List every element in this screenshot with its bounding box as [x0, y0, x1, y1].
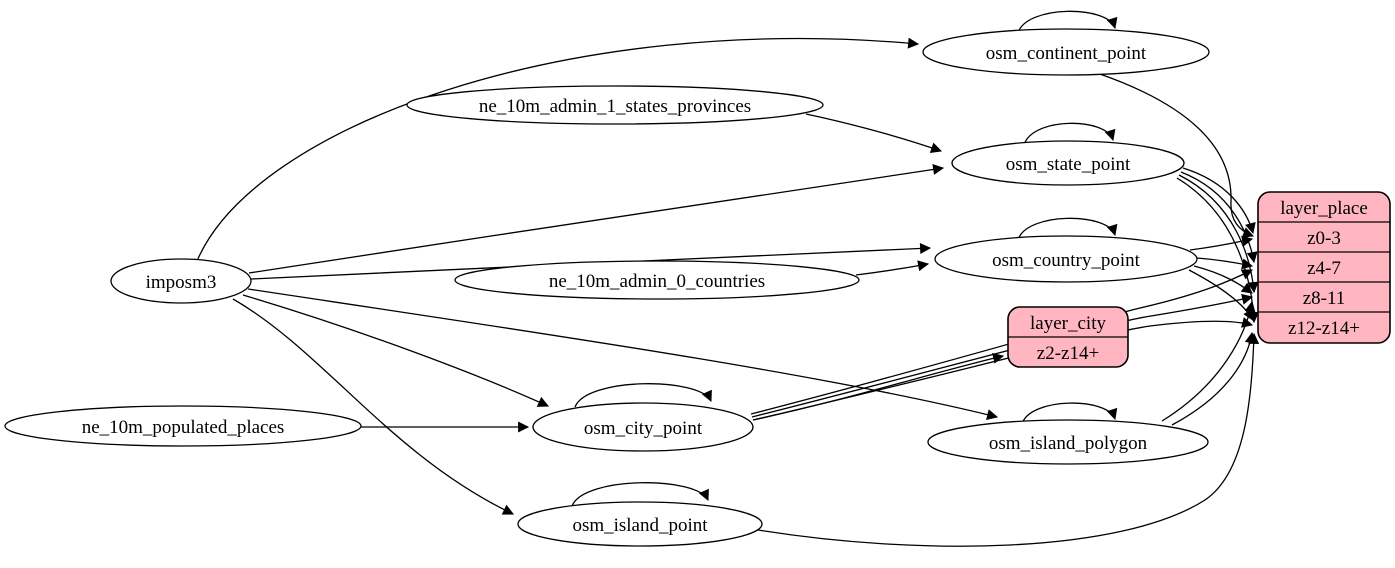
- edge-osm_city_point-layer_place-z8-11: [751, 293, 1254, 418]
- edge-osm_city_point-layer_city-z2-z14: [752, 352, 1005, 421]
- layer_city-title: layer_city: [1030, 313, 1106, 334]
- edge-osm_country_point-layer_place-z8-11: [1193, 265, 1253, 294]
- self-loop-group: [571, 10, 1118, 507]
- osm_island_point-label: osm_island_point: [572, 515, 708, 536]
- edge-osm_country_point-layer_place-z0-3: [1189, 235, 1254, 251]
- layer-edge-group: [750, 72, 1260, 547]
- edge-osm_city_point-layer_place-z4-7: [750, 269, 1253, 415]
- osm_continent_point-shape: [922, 28, 1210, 76]
- edge-osm_island_point-layer_place-z12-z14: [757, 332, 1260, 547]
- layer_place-row-z0-3: z0-3: [1307, 228, 1341, 249]
- node-osm_country_point: osm_country_point: [934, 235, 1198, 283]
- ne_10m_admin_1_states_provinces-shape: [406, 85, 824, 125]
- node-osm_continent_point: osm_continent_point: [922, 28, 1210, 76]
- layer_place-shape: [1257, 191, 1391, 344]
- edge-osm_country_point-layer_place-z4-7: [1196, 257, 1254, 270]
- edge-osm_state_point-layer_place-z8-11: [1178, 174, 1259, 294]
- self-loop-osm_continent_point: [1017, 10, 1118, 34]
- osm_city_point-label: osm_city_point: [584, 418, 703, 439]
- self-loop-osm_island_polygon: [1021, 402, 1118, 425]
- node-osm_city_point: osm_city_point: [532, 402, 754, 452]
- edge-osm_island_polygon-layer_place-z8-11: [1161, 300, 1256, 422]
- edge-osm_city_point-layer_place-z12-z14: [752, 317, 1254, 421]
- osm_state_point-shape: [951, 140, 1185, 186]
- self-loop-osm_state_point: [1023, 122, 1116, 146]
- edge-ne_10m_admin_0_countries-osm_country_point: [855, 260, 930, 276]
- edge-imposm3-osm_island_polygon: [247, 288, 999, 420]
- node-ne_10m_admin_0_countries: ne_10m_admin_0_countries: [454, 260, 860, 300]
- ne_10m_populated_places-label: ne_10m_populated_places: [82, 417, 285, 438]
- node-imposm3: imposm3: [110, 258, 252, 304]
- edge-imposm3-osm_island_point: [232, 298, 514, 515]
- edge-osm_continent_point-layer_place-z0-3: [1096, 72, 1255, 238]
- node-osm_island_point: osm_island_point: [517, 501, 763, 547]
- self-loop-osm_island_point: [571, 482, 709, 507]
- ne_10m_populated_places-shape: [4, 405, 362, 447]
- layer_city-row-z2-z14: z2-z14+: [1037, 343, 1099, 364]
- layer_place-row-z12-z14: z12-z14+: [1288, 318, 1360, 339]
- imposm3-shape: [110, 258, 252, 304]
- edge-imposm3-osm_city_point: [242, 294, 550, 407]
- ne_10m_admin_1_states_provinces-label: ne_10m_admin_1_states_provinces: [479, 96, 751, 117]
- osm_island_point-shape: [517, 501, 763, 547]
- edge-osm_country_point-layer_place-z12-z14: [1188, 269, 1254, 321]
- osm_island_polygon-shape: [927, 419, 1209, 465]
- layer_place-title: layer_place: [1280, 198, 1368, 219]
- osm_state_point-label: osm_state_point: [1006, 154, 1131, 175]
- edge-osm_state_point-layer_place-z4-7: [1180, 171, 1258, 264]
- node-osm_state_point: osm_state_point: [951, 140, 1185, 186]
- osm_island_polygon-label: osm_island_polygon: [989, 433, 1148, 454]
- edge-imposm3-osm_continent_point: [196, 37, 920, 262]
- edge-imposm3-osm_state_point: [248, 164, 945, 274]
- node-ne_10m_admin_1_states_provinces: ne_10m_admin_1_states_provinces: [406, 85, 824, 125]
- osm_country_point-label: osm_country_point: [992, 250, 1140, 271]
- ne_10m_admin_0_countries-shape: [454, 260, 860, 300]
- layer_place-row-z4-7: z4-7: [1307, 258, 1341, 279]
- node-layer_city: layer_city z2-z14+: [1007, 306, 1129, 368]
- layer_place-row-z8-11: z8-11: [1303, 288, 1346, 309]
- osm_continent_point-label: osm_continent_point: [986, 43, 1147, 64]
- ne_10m_admin_0_countries-label: ne_10m_admin_0_countries: [549, 271, 765, 292]
- edge-ne_10m_admin_1_states_provinces-osm_state_point: [805, 113, 943, 153]
- osm_city_point-shape: [532, 402, 754, 452]
- osm_country_point-shape: [934, 235, 1198, 283]
- node-layer_place: layer_place z0-3 z4-7 z8-11 z12-z14+: [1257, 191, 1391, 344]
- imposm3-label: imposm3: [146, 272, 217, 293]
- self-loop-osm_country_point: [1017, 217, 1118, 241]
- edge-osm_state_point-layer_place-z0-3: [1182, 167, 1256, 235]
- self-loop-osm_city_point: [574, 383, 712, 408]
- node-osm_island_polygon: osm_island_polygon: [927, 419, 1209, 465]
- node-ne_10m_populated_places: ne_10m_populated_places: [4, 405, 362, 447]
- edge-osm_state_point-layer_place-z12-z14: [1176, 177, 1259, 324]
